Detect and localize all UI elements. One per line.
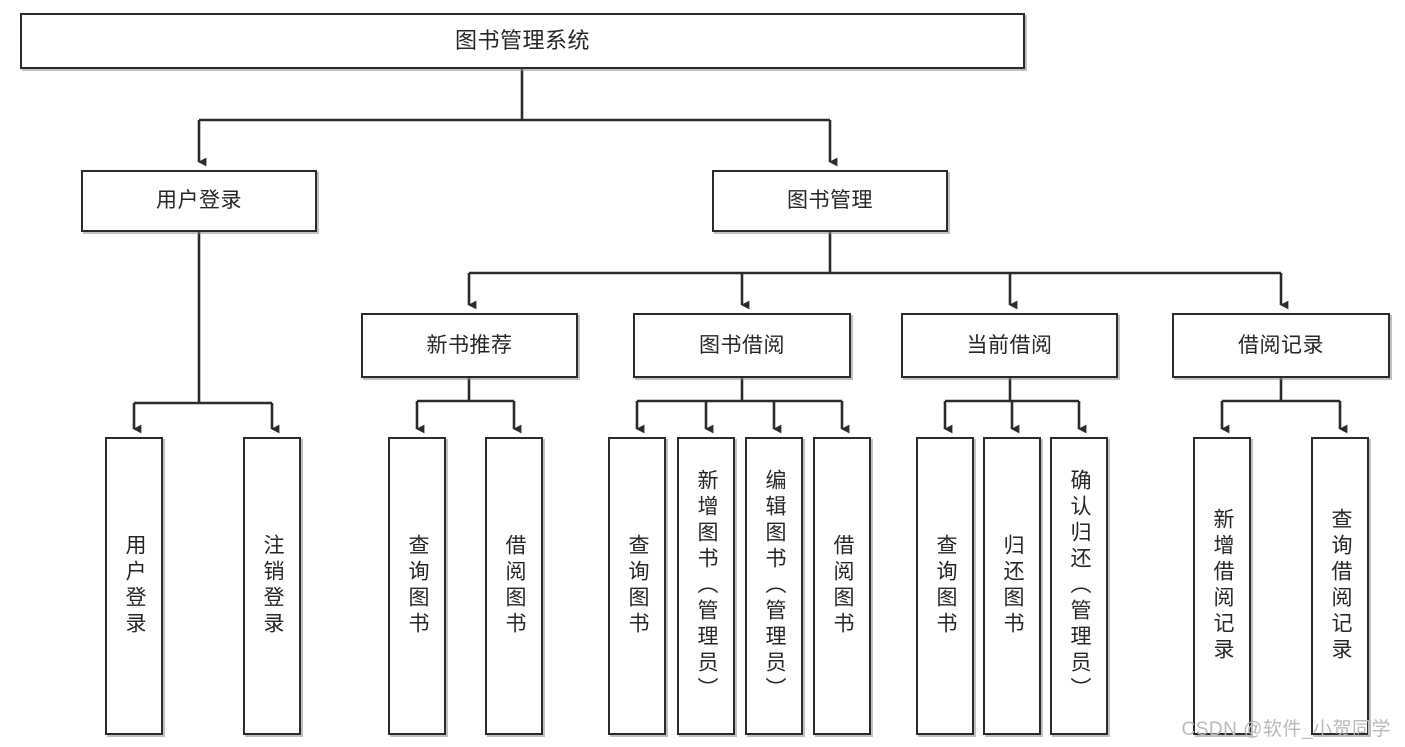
node-leaf-edit-book[interactable]: 编辑图书（管理员） — [745, 437, 803, 735]
node-leaf-borrow-book-1-label: 借阅图书 — [503, 534, 526, 638]
node-current-borrow-label: 当前借阅 — [966, 333, 1053, 357]
node-root[interactable]: 图书管理系统 — [20, 13, 1025, 69]
node-leaf-logout-label: 注销登录 — [261, 534, 284, 638]
node-leaf-query-book-1[interactable]: 查询图书 — [388, 437, 446, 735]
node-leaf-query-book-3-label: 查询图书 — [934, 534, 957, 638]
node-leaf-return-book[interactable]: 归还图书 — [983, 437, 1041, 735]
node-leaf-add-record[interactable]: 新增借阅记录 — [1193, 437, 1251, 735]
node-leaf-borrow-book-1[interactable]: 借阅图书 — [485, 437, 543, 735]
node-new-book-rec-label: 新书推荐 — [426, 333, 513, 357]
node-leaf-add-book-label: 新增图书（管理员） — [695, 469, 718, 703]
node-borrow-record-label: 借阅记录 — [1238, 333, 1324, 357]
node-new-book-rec[interactable]: 新书推荐 — [361, 313, 578, 378]
watermark: CSDN @软件_小贺同学 — [1181, 719, 1391, 740]
node-leaf-query-book-1-label: 查询图书 — [406, 534, 429, 638]
node-leaf-logout[interactable]: 注销登录 — [243, 437, 301, 735]
node-user-login[interactable]: 用户登录 — [81, 170, 317, 232]
node-leaf-borrow-book-2-label: 借阅图书 — [831, 534, 854, 638]
node-root-label: 图书管理系统 — [454, 28, 590, 53]
node-leaf-edit-book-label: 编辑图书（管理员） — [763, 469, 786, 703]
node-leaf-add-book[interactable]: 新增图书（管理员） — [677, 437, 735, 735]
node-leaf-confirm-return-label: 确认归还（管理员） — [1068, 469, 1091, 703]
node-leaf-query-book-2-label: 查询图书 — [626, 534, 649, 638]
node-book-borrow[interactable]: 图书借阅 — [633, 313, 851, 378]
node-leaf-query-book-2[interactable]: 查询图书 — [608, 437, 666, 735]
node-leaf-user-login-label: 用户登录 — [123, 534, 146, 638]
node-leaf-confirm-return[interactable]: 确认归还（管理员） — [1050, 437, 1108, 735]
node-leaf-query-book-3[interactable]: 查询图书 — [916, 437, 974, 735]
node-leaf-query-record-label: 查询借阅记录 — [1329, 508, 1352, 664]
node-book-borrow-label: 图书借阅 — [699, 333, 785, 357]
node-current-borrow[interactable]: 当前借阅 — [901, 313, 1118, 378]
node-leaf-query-record[interactable]: 查询借阅记录 — [1311, 437, 1369, 735]
node-book-manage-label: 图书管理 — [787, 189, 873, 212]
node-leaf-borrow-book-2[interactable]: 借阅图书 — [813, 437, 871, 735]
node-leaf-user-login[interactable]: 用户登录 — [105, 437, 163, 735]
node-borrow-record[interactable]: 借阅记录 — [1172, 313, 1390, 378]
node-user-login-label: 用户登录 — [156, 189, 242, 212]
node-leaf-return-book-label: 归还图书 — [1001, 534, 1024, 638]
node-leaf-add-record-label: 新增借阅记录 — [1211, 508, 1234, 664]
node-book-manage[interactable]: 图书管理 — [712, 170, 948, 232]
